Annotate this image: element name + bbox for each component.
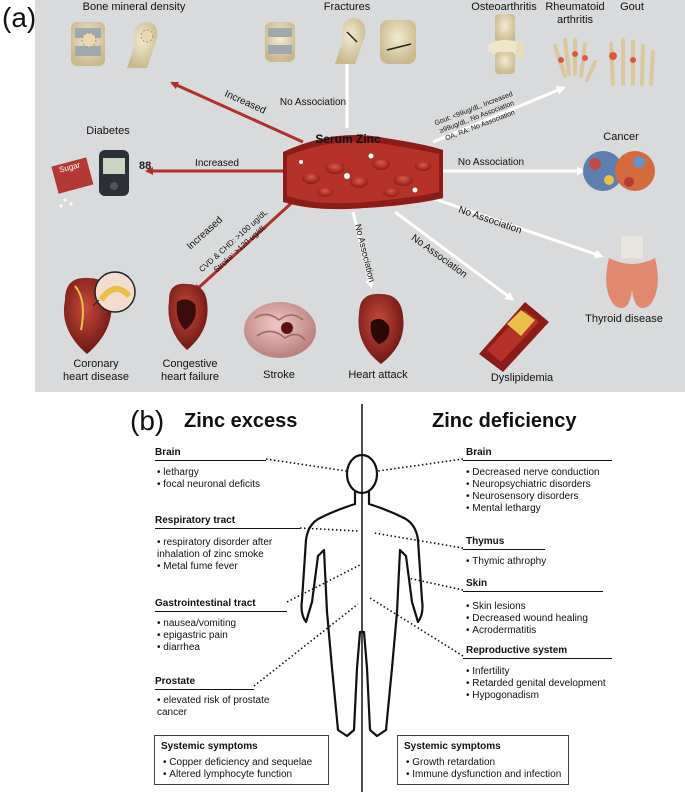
panel-a-graphics bbox=[35, 0, 685, 392]
label-gout: Gout bbox=[620, 1, 644, 13]
label-fractures: Fractures bbox=[324, 1, 370, 13]
excess-prostate-list: elevated risk of prostate cancer bbox=[157, 695, 269, 719]
label-coronary-heart-disease: Coronary heart disease bbox=[63, 358, 129, 384]
list-item: Mental lethargy bbox=[466, 503, 600, 515]
excess-prostate-title: Prostate bbox=[155, 676, 195, 687]
excess-brain-list: lethargy focal neuronal deficits bbox=[157, 467, 260, 491]
deficiency-systemic-box: Systemic symptoms Growth retardation Imm… bbox=[397, 735, 569, 785]
list-item: epigastric pain bbox=[157, 630, 236, 642]
human-body-outline bbox=[302, 455, 423, 736]
excess-systemic-box: Systemic symptoms Copper deficiency and … bbox=[154, 735, 329, 785]
deficiency-skin-title: Skin bbox=[466, 578, 487, 589]
deficiency-reproductive-title: Reproductive system bbox=[466, 645, 567, 656]
osteoarthritis-illustration bbox=[487, 14, 524, 74]
list-item: Hypogonadism bbox=[466, 690, 606, 702]
glucometer-reading: 88 bbox=[139, 160, 151, 172]
label-stroke: Stroke bbox=[263, 369, 295, 381]
deficiency-skin-list: Skin lesions Decreased wound healing Acr… bbox=[466, 601, 588, 637]
deficiency-thymus-list: Thymic athrophy bbox=[466, 556, 546, 568]
list-item: Skin lesions bbox=[466, 601, 588, 613]
list-item: Neuropsychiatric disorders bbox=[466, 479, 600, 491]
thyroid-illustration bbox=[606, 236, 658, 308]
list-item: Metal fume fever bbox=[157, 561, 272, 573]
list-item: Retarded genital development bbox=[466, 678, 606, 690]
list-item: Immune dysfunction and infection bbox=[406, 769, 561, 781]
deficiency-brain-list: Decreased nerve conduction Neuropsychiat… bbox=[466, 467, 600, 515]
excess-brain-rule bbox=[155, 460, 266, 461]
deficiency-brain-rule bbox=[463, 460, 612, 461]
panel-b-label: (b) bbox=[130, 405, 164, 437]
deficiency-brain-title: Brain bbox=[466, 447, 492, 458]
deficiency-systemic-title: Systemic symptoms bbox=[404, 741, 501, 752]
panel-a-serum-zinc-diagram: Bone mineral density Fractures Osteoarth… bbox=[35, 0, 685, 392]
arrow-label-fractures: No Association bbox=[280, 97, 346, 108]
label-heart-attack: Heart attack bbox=[348, 369, 407, 381]
heart-attack-illustration bbox=[358, 294, 403, 364]
excess-respiratory-rule bbox=[155, 528, 300, 529]
list-item: Acrodermatitis bbox=[466, 625, 588, 637]
zinc-excess-title: Zinc excess bbox=[184, 410, 297, 433]
label-cancer: Cancer bbox=[603, 131, 638, 143]
label-congestive-heart-failure: Congestive heart failure bbox=[161, 358, 219, 384]
deficiency-reproductive-list: Infertility Retarded genital development… bbox=[466, 666, 606, 702]
stroke-brain-illustration bbox=[244, 302, 316, 358]
excess-gi-rule bbox=[155, 611, 287, 612]
diabetes-illustration bbox=[51, 150, 129, 208]
excess-prostate-rule bbox=[155, 689, 254, 690]
list-item: diarrhea bbox=[157, 642, 236, 654]
list-item: Decreased wound healing bbox=[466, 613, 588, 625]
excess-brain-title: Brain bbox=[155, 447, 181, 458]
label-dyslipidemia: Dyslipidemia bbox=[491, 372, 553, 384]
list-item: respiratory disorder after inhalation of… bbox=[157, 537, 272, 561]
deficiency-thymus-title: Thymus bbox=[466, 536, 504, 547]
arrow-bmd-increased bbox=[172, 83, 303, 142]
list-item: Altered lymphocyte function bbox=[163, 769, 312, 781]
congestive-heart-failure-illustration bbox=[168, 284, 207, 350]
arrow-label-cancer: No Association bbox=[458, 157, 524, 168]
list-item: elevated risk of prostate cancer bbox=[157, 695, 269, 719]
panel-a-label: (a) bbox=[2, 2, 36, 34]
list-item: nausea/vomiting bbox=[157, 618, 236, 630]
label-thyroid-disease: Thyroid disease bbox=[585, 313, 663, 325]
deficiency-skin-rule bbox=[463, 591, 603, 592]
dyslipidemia-illustration bbox=[479, 302, 549, 372]
arrow-label-diabetes: Increased bbox=[195, 158, 239, 169]
label-rheumatoid-arthritis: Rheumatoid arthritis bbox=[545, 1, 604, 27]
label-bone-mineral-density: Bone mineral density bbox=[83, 1, 186, 13]
blood-vessel-illustration bbox=[283, 135, 443, 209]
cancer-illustration bbox=[583, 151, 655, 191]
deficiency-reproductive-rule bbox=[463, 658, 612, 659]
list-item: Copper deficiency and sequelae bbox=[163, 757, 312, 769]
excess-gi-title: Gastrointestinal tract bbox=[155, 598, 256, 609]
excess-respiratory-list: respiratory disorder after inhalation of… bbox=[157, 537, 272, 573]
list-item: Growth retardation bbox=[406, 757, 561, 769]
fractures-illustration bbox=[265, 18, 416, 64]
excess-gi-list: nausea/vomiting epigastric pain diarrhea bbox=[157, 618, 236, 654]
rheumatoid-arthritis-illustration bbox=[555, 40, 595, 80]
dotted-leaders bbox=[254, 459, 463, 686]
label-serum-zinc: Serum Zinc bbox=[315, 132, 380, 146]
list-item: Infertility bbox=[466, 666, 606, 678]
list-item: Thymic athrophy bbox=[466, 556, 546, 568]
gout-illustration bbox=[609, 40, 653, 84]
excess-systemic-list: Copper deficiency and sequelae Altered l… bbox=[163, 757, 312, 781]
label-osteoarthritis: Osteoarthritis bbox=[471, 1, 536, 13]
list-item: focal neuronal deficits bbox=[157, 479, 260, 491]
coronary-heart-disease-illustration bbox=[64, 272, 135, 354]
excess-respiratory-title: Respiratory tract bbox=[155, 515, 235, 526]
zinc-deficiency-title: Zinc deficiency bbox=[432, 410, 577, 433]
list-item: Neurosensory disorders bbox=[466, 491, 600, 503]
deficiency-thymus-rule bbox=[463, 549, 545, 550]
bone-mineral-density-illustration bbox=[71, 22, 157, 68]
label-diabetes: Diabetes bbox=[86, 125, 129, 137]
deficiency-systemic-list: Growth retardation Immune dysfunction an… bbox=[406, 757, 561, 781]
list-item: lethargy bbox=[157, 467, 260, 479]
excess-systemic-title: Systemic symptoms bbox=[161, 741, 258, 752]
list-item: Decreased nerve conduction bbox=[466, 467, 600, 479]
